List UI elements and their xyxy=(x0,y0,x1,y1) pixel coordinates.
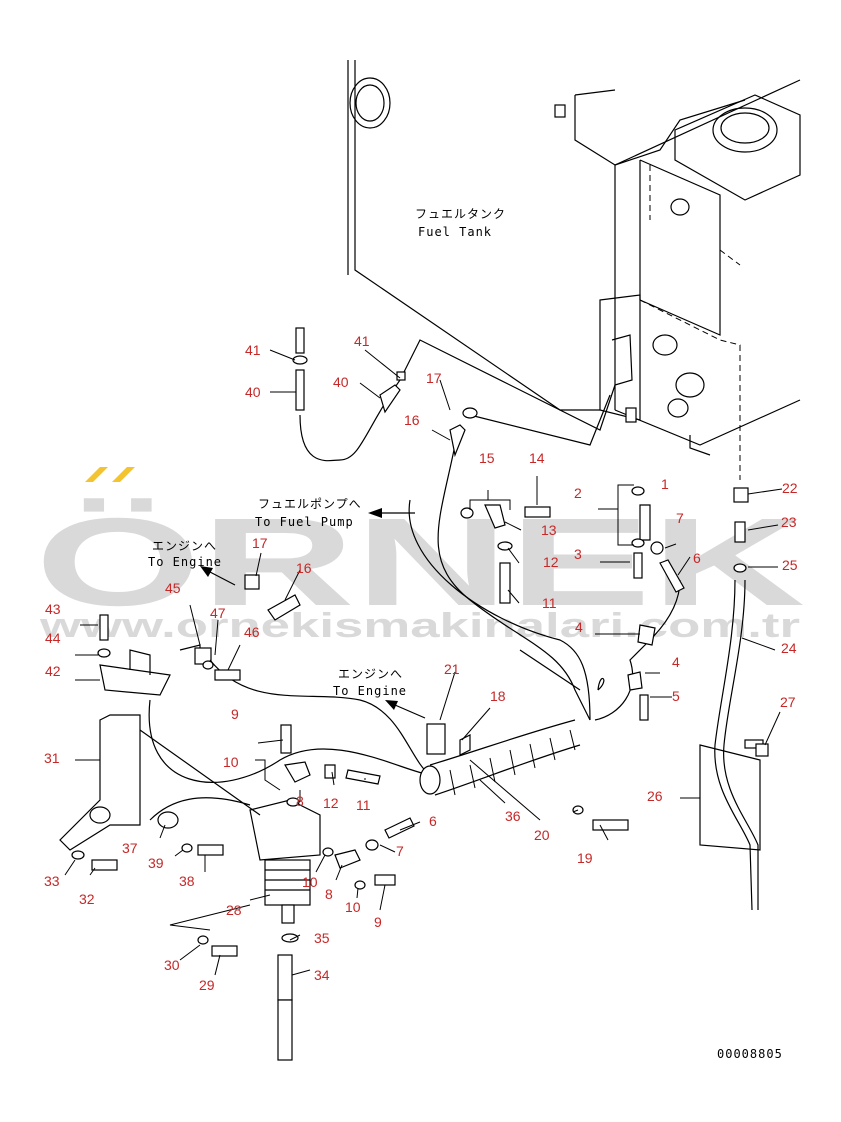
callout-11a: 11 xyxy=(542,595,557,611)
watermark-accent-left xyxy=(85,467,108,482)
callout-38: 38 xyxy=(179,873,195,889)
callout-22: 22 xyxy=(782,480,798,496)
callout-27: 27 xyxy=(780,694,796,710)
callout-45: 45 xyxy=(165,580,181,596)
drain-valve xyxy=(625,407,637,423)
callout-32: 32 xyxy=(79,891,95,907)
engine-label-1-jp: エンジンへ xyxy=(152,539,217,553)
callout-6b: 6 xyxy=(429,813,437,829)
filter-drain xyxy=(281,904,295,924)
callout-11b: 11 xyxy=(356,797,371,813)
callout-9a: 9 xyxy=(231,706,239,722)
callout-7b: 7 xyxy=(396,843,404,859)
callout-8b: 8 xyxy=(325,886,333,902)
callout-19: 19 xyxy=(577,850,593,866)
callout-9b: 9 xyxy=(374,914,382,930)
callout-17a: 17 xyxy=(426,370,442,386)
drawing-number: 00008805 xyxy=(717,1047,783,1061)
callout-1: 1 xyxy=(661,476,669,492)
part-23 xyxy=(734,521,746,543)
watermark-url: www.ornekismakinalari.com.tr xyxy=(38,607,800,645)
callout-44: 44 xyxy=(45,630,61,646)
direction-arrows xyxy=(200,508,426,719)
watermark: ÖRNEK www.ornekismakinalari.com.tr xyxy=(35,467,805,645)
callout-41a: 41 xyxy=(245,342,261,358)
callout-numbers: 1 2 3 4 4 5 6 6 7 7 8 8 9 9 10 10 10 11 … xyxy=(44,333,798,993)
callout-13: 13 xyxy=(541,522,557,538)
engine-label-2-jp: エンジンへ xyxy=(338,667,403,681)
engine-arrow-1-line xyxy=(209,571,236,586)
fuel-pump-label-jp: フュエルポンプへ xyxy=(258,497,362,511)
callout-31: 31 xyxy=(44,750,60,766)
callout-10c: 10 xyxy=(345,899,361,915)
callout-46: 46 xyxy=(244,624,260,640)
callout-16a: 16 xyxy=(404,412,420,428)
watermark-accent-right xyxy=(112,467,135,482)
callout-40a: 40 xyxy=(245,384,261,400)
callout-4b: 4 xyxy=(672,654,680,670)
callout-12b: 12 xyxy=(323,795,339,811)
engine-label-2-en: To Engine xyxy=(333,684,407,698)
callout-4a: 4 xyxy=(575,619,583,635)
callout-30: 30 xyxy=(164,957,180,973)
engine-arrow-1-head xyxy=(200,566,213,577)
callout-24: 24 xyxy=(781,640,797,656)
part-35 xyxy=(281,933,299,943)
callout-3: 3 xyxy=(574,546,582,562)
callout-39: 39 xyxy=(148,855,164,871)
callout-18: 18 xyxy=(490,688,506,704)
callout-41b: 41 xyxy=(354,333,370,349)
callout-33: 33 xyxy=(44,873,60,889)
leader-lines xyxy=(64,349,783,976)
direction-labels: フュエルポンプへ To Fuel Pump エンジンへ To Engine エン… xyxy=(148,497,783,1061)
callout-25: 25 xyxy=(782,557,798,573)
callout-15: 15 xyxy=(479,450,495,466)
callout-37: 37 xyxy=(122,840,138,856)
tank-cap-nut xyxy=(554,104,566,118)
engine-label-1-en: To Engine xyxy=(148,555,222,569)
callout-21: 21 xyxy=(444,661,460,677)
engine-arrow-2-line xyxy=(394,704,426,719)
callout-42: 42 xyxy=(45,663,61,679)
fuel-tank-label-en: Fuel Tank xyxy=(418,225,492,239)
callout-40b: 40 xyxy=(333,374,349,390)
callout-14: 14 xyxy=(529,450,545,466)
callout-6a: 6 xyxy=(693,550,701,566)
part-22 xyxy=(733,487,749,503)
fuel-pump-label-en: To Fuel Pump xyxy=(255,515,354,529)
part-25 xyxy=(733,563,747,573)
fuel-tank-label-jp: フュエルタンク xyxy=(415,207,506,221)
callout-28: 28 xyxy=(226,902,242,918)
callout-5: 5 xyxy=(672,688,680,704)
callout-10a: 10 xyxy=(223,754,239,770)
callout-35: 35 xyxy=(314,930,330,946)
engine-arrow-2-head xyxy=(385,700,398,710)
fittings xyxy=(71,327,769,957)
right-line xyxy=(699,487,764,911)
callout-36: 36 xyxy=(505,808,521,824)
callout-7a: 7 xyxy=(676,510,684,526)
watermark-brand: ÖRNEK xyxy=(35,493,805,632)
callout-10b: 10 xyxy=(302,874,318,890)
hose-clamp-bundle xyxy=(419,719,581,796)
callout-8a: 8 xyxy=(296,793,304,809)
callout-34: 34 xyxy=(314,967,330,983)
callout-20: 20 xyxy=(534,827,550,843)
callout-2: 2 xyxy=(574,485,582,501)
callout-23: 23 xyxy=(781,514,797,530)
callout-16b: 16 xyxy=(296,560,312,576)
callout-47: 47 xyxy=(210,605,226,621)
brackets xyxy=(59,644,431,851)
fuel-pump-arrow-head xyxy=(368,508,382,518)
callout-43: 43 xyxy=(45,601,61,617)
callout-17b: 17 xyxy=(252,535,268,551)
fuel-filter xyxy=(249,799,321,1061)
callout-29: 29 xyxy=(199,977,215,993)
callout-26: 26 xyxy=(647,788,663,804)
callout-12a: 12 xyxy=(543,554,559,570)
fuel-tank: フュエルタンク Fuel Tank xyxy=(347,60,801,480)
